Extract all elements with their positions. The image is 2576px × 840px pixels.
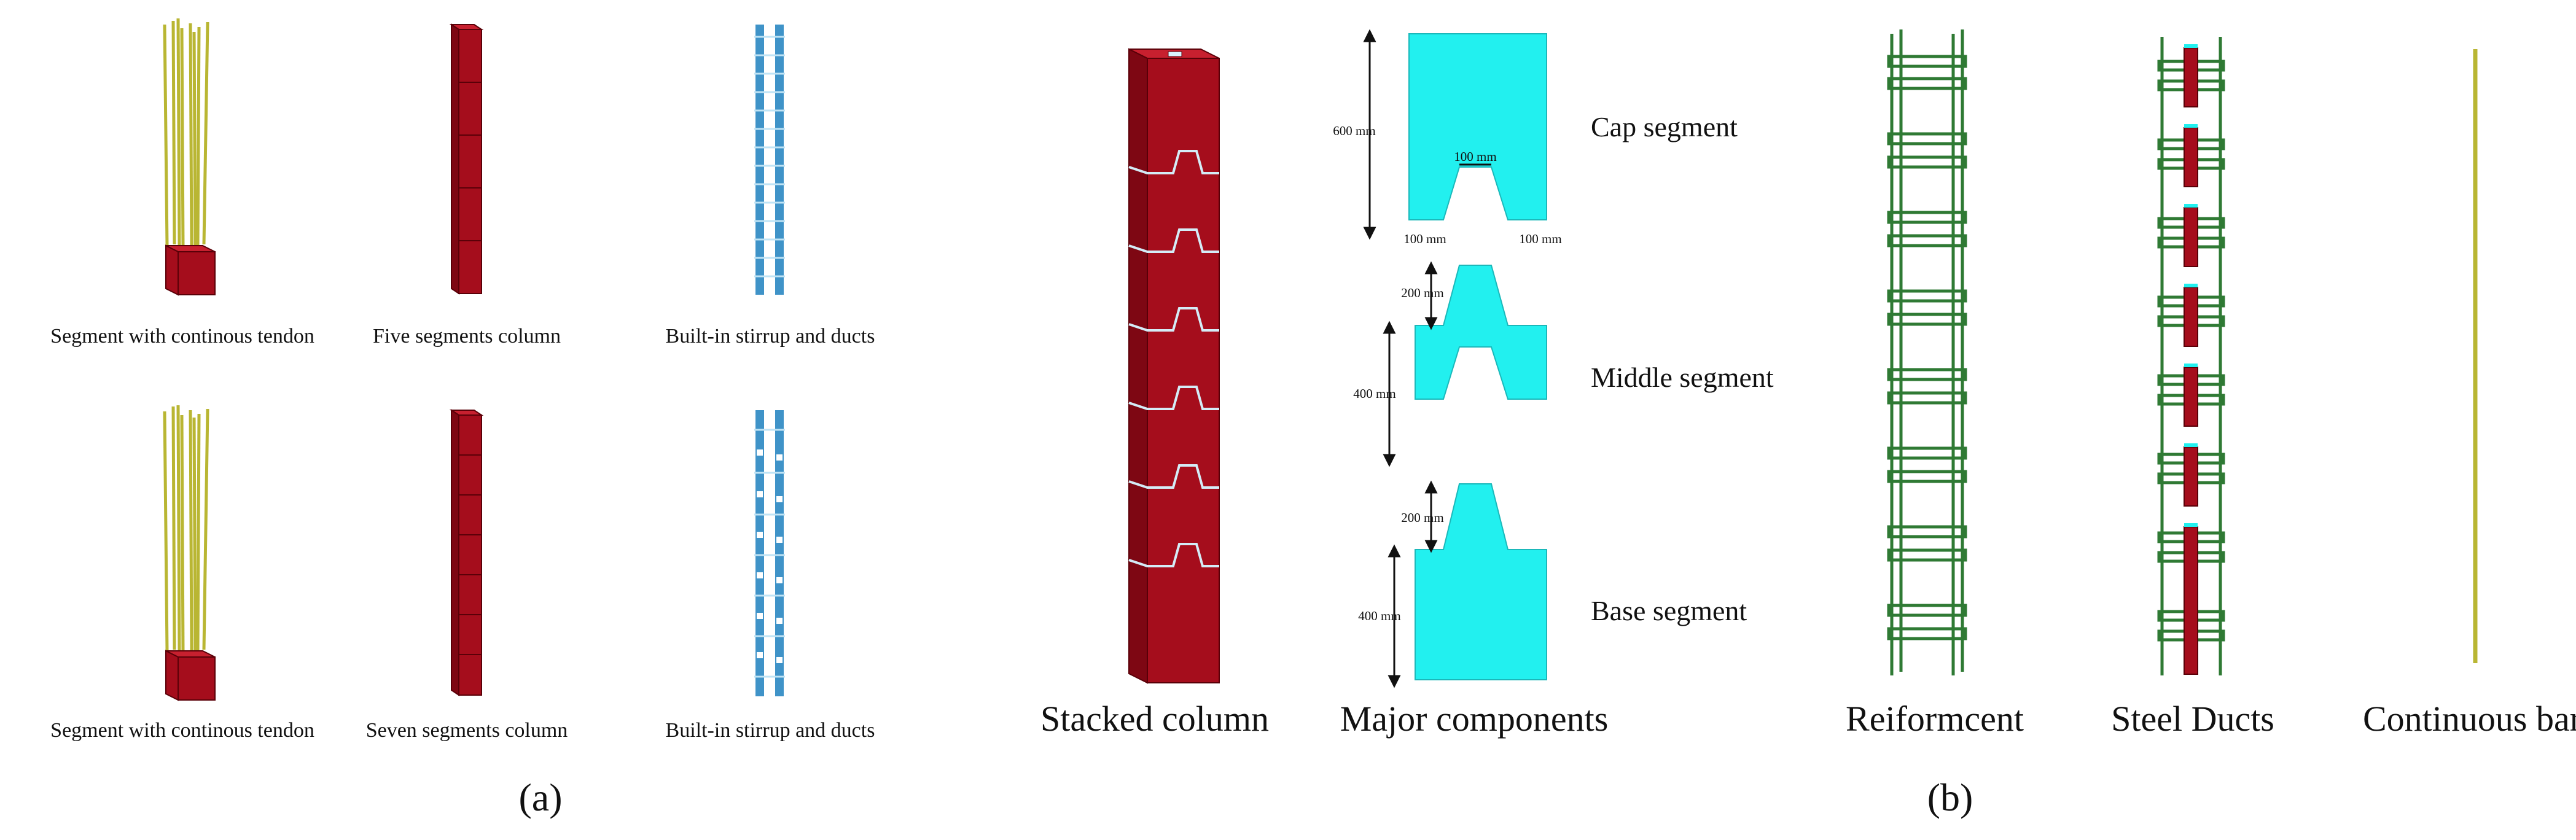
base-key-height-dim: 200 mm [1401,510,1443,525]
panel-b-label: (b) [1927,776,1973,819]
caption-a2-tendon-segment: Segment with continous tendon [50,719,314,742]
middle-height-dim: 400 mm [1353,386,1395,401]
caption-major-components: Major components [1340,699,1609,739]
base-height-dim: 400 mm [1358,609,1400,623]
middle-segment-label: Middle segment [1591,362,1774,393]
tendon-segment-illustration-top [163,18,216,296]
middle-key-height-dim: 200 mm [1401,286,1443,300]
caption-continuous-bar: Continuous bar [2363,699,2576,739]
cap-segment-label: Cap segment [1591,111,1738,142]
panel-a: Segment with continous tendon Five segme… [50,18,875,819]
caption-reinforcement: Reiformcent [1846,699,2024,739]
steel-ducts-illustration [2157,37,2225,675]
cap-segment-shape [1363,29,1547,240]
base-segment-shape [1388,480,1547,688]
caption-a1-stirrup-ducts: Built-in stirrup and ducts [666,325,875,348]
five-segment-column-illustration [449,23,484,295]
stirrup-duct-illustration-bottom [754,410,785,696]
caption-a1-tendon-segment: Segment with continous tendon [50,325,314,348]
panel-b: Stacked column 600 mm 100 mm 100 mm 100 … [1040,29,2576,819]
caption-stacked-column: Stacked column [1040,699,1269,739]
seven-segment-column-illustration [449,409,484,696]
caption-a2-stirrup-ducts: Built-in stirrup and ducts [666,719,875,742]
caption-a2-seven-segments: Seven segments column [366,719,568,742]
cap-key-width-dim: 100 mm [1454,149,1496,164]
cap-height-dim: 600 mm [1333,123,1375,138]
panel-a-label: (a) [518,776,562,819]
base-segment-label: Base segment [1591,595,1747,626]
cap-right-offset-dim: 100 mm [1519,231,1561,246]
stacked-column-illustration [1128,48,1220,684]
tendon-segment-illustration-bottom [163,405,216,701]
caption-a1-five-segments: Five segments column [373,325,561,348]
cap-left-offset-dim: 100 mm [1403,231,1446,246]
reinforcement-cage-illustration [1887,29,1967,675]
caption-steel-ducts: Steel Ducts [2111,699,2274,739]
stirrup-duct-illustration-top [754,25,785,295]
middle-segment-shape [1383,261,1547,467]
